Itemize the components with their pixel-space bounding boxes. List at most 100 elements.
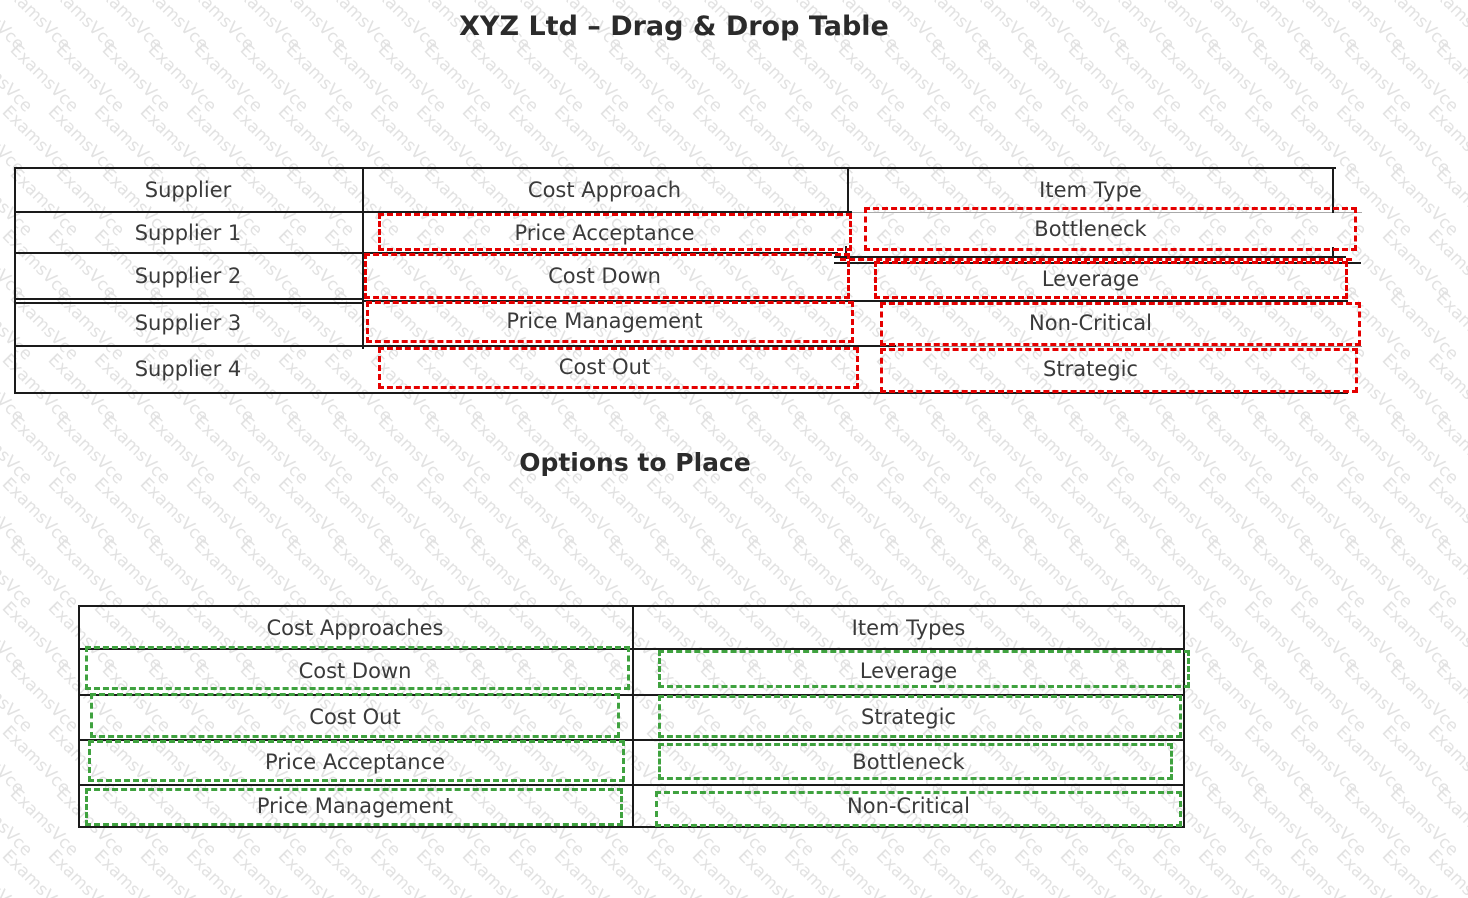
option-price-acceptance[interactable] <box>88 740 625 782</box>
watermark-text: ExamsVce <box>1285 722 1363 799</box>
placed-answer-item-type-2[interactable]: Leverage <box>1041 267 1140 291</box>
watermark-text: ExamsVce <box>97 536 175 613</box>
watermark-text: ExamsVce <box>1431 784 1468 861</box>
watermark-text: ExamsVce <box>971 40 1049 117</box>
watermark-text: ExamsVce <box>0 536 37 613</box>
main-cell-supplier-2: Supplier 2 <box>134 264 242 288</box>
option-leverage[interactable] <box>658 650 1190 688</box>
option-label-cost-down[interactable]: Cost Down <box>298 659 412 683</box>
watermark-text: ExamsVce <box>1377 350 1455 427</box>
drop-zone-supplier3-cost-approach[interactable] <box>366 301 854 343</box>
table-border-line <box>14 392 1348 394</box>
watermark-text: ExamsVce <box>1339 660 1417 737</box>
watermark-text: ExamsVce <box>695 536 773 613</box>
watermark-text: ExamsVce <box>871 846 949 898</box>
option-non-critical[interactable] <box>655 791 1182 827</box>
watermark-text: ExamsVce <box>1239 474 1317 551</box>
table-border-line <box>362 167 364 349</box>
watermark-text: ExamsVce <box>235 536 313 613</box>
placed-answer-cost-approach-3[interactable]: Price Management <box>506 308 703 333</box>
watermark-text: ExamsVce <box>595 846 673 898</box>
watermark-text: ExamsVce <box>1293 660 1371 737</box>
watermark-text: ExamsVce <box>1377 474 1455 551</box>
option-label-non-critical[interactable]: Non-Critical <box>847 794 970 818</box>
watermark-text: ExamsVce <box>1063 536 1141 613</box>
option-label-price-acceptance[interactable]: Price Acceptance <box>264 749 446 774</box>
watermark-text: ExamsVce <box>1331 846 1409 898</box>
watermark-text: ExamsVce <box>1055 846 1133 898</box>
option-label-price-management[interactable]: Price Management <box>256 794 454 818</box>
watermark-text: ExamsVce <box>1101 474 1179 551</box>
watermark-text: ExamsVce <box>917 846 995 898</box>
option-label-leverage[interactable]: Leverage <box>859 659 958 683</box>
watermark-text: ExamsVce <box>1385 536 1463 613</box>
watermark-text: ExamsVce <box>917 474 995 551</box>
options-table: Cost Approaches Item Types Cost Down Lev… <box>78 605 1190 828</box>
watermark-text: ExamsVce <box>0 784 37 861</box>
watermark-text: ExamsVce <box>1377 102 1455 179</box>
drop-zone-supplier1-item-type[interactable] <box>864 207 1357 251</box>
table-border-line <box>1183 605 1185 828</box>
placed-answer-item-type-1[interactable]: Bottleneck <box>1034 216 1147 241</box>
watermark-text: ExamsVce <box>1055 474 1133 551</box>
watermark-text: ExamsVce <box>1293 536 1371 613</box>
drop-zone-supplier2-item-type[interactable] <box>874 261 1348 299</box>
table-border-line <box>14 211 852 213</box>
table-border-line <box>845 246 847 259</box>
table-border-line <box>362 300 1348 302</box>
option-strategic[interactable] <box>658 695 1182 738</box>
option-label-cost-out[interactable]: Cost Out <box>309 704 401 729</box>
watermark-text: ExamsVce <box>1385 40 1463 117</box>
placed-answer-cost-approach-1[interactable]: Price Acceptance <box>514 220 695 245</box>
watermark-text: ExamsVce <box>833 536 911 613</box>
watermark-text: ExamsVce <box>365 846 443 898</box>
watermark-text: ExamsVce <box>143 40 221 117</box>
table-border-line <box>847 167 849 213</box>
watermark-text: ExamsVce <box>1193 598 1271 675</box>
table-border-line <box>14 167 16 394</box>
watermark-text: ExamsVce <box>1339 40 1417 117</box>
placed-answer-item-type-3[interactable]: Non-Critical <box>1029 310 1152 335</box>
option-cost-out[interactable] <box>90 693 620 738</box>
watermark-text: ExamsVce <box>1423 846 1468 898</box>
watermark-text: ExamsVce <box>603 536 681 613</box>
watermark-text: ExamsVce <box>1193 846 1271 898</box>
watermark-text: ExamsVce <box>181 846 259 898</box>
drop-zone-supplier3-item-type[interactable] <box>880 302 1361 346</box>
watermark-text: ExamsVce <box>925 536 1003 613</box>
watermark-text: ExamsVce <box>1101 846 1179 898</box>
option-price-management[interactable] <box>85 788 623 826</box>
watermark-text: ExamsVce <box>281 536 359 613</box>
watermark-text: ExamsVce <box>511 536 589 613</box>
drop-zone-supplier1-cost-approach[interactable] <box>378 213 852 251</box>
watermark-text: ExamsVce <box>1377 226 1455 303</box>
placed-answer-item-type-4[interactable]: Strategic <box>1043 356 1138 381</box>
watermark-text: ExamsVce <box>365 474 443 551</box>
watermark-text: ExamsVce <box>787 536 865 613</box>
watermark-text: ExamsVce <box>273 474 351 551</box>
watermark-text: ExamsVce <box>89 474 167 551</box>
option-label-bottleneck[interactable]: Bottleneck <box>852 749 965 774</box>
watermark-text: ExamsVce <box>1331 722 1409 799</box>
watermark-text: ExamsVce <box>0 474 29 551</box>
placed-answer-cost-approach-4[interactable]: Cost Out <box>558 354 651 379</box>
option-bottleneck[interactable] <box>658 743 1173 780</box>
watermark-text: ExamsVce <box>189 40 267 117</box>
drop-zone-overlap-line <box>840 258 1352 261</box>
option-label-strategic[interactable]: Strategic <box>861 704 956 729</box>
options-header-item-types: Item Types <box>851 615 966 640</box>
drop-zone-supplier4-item-type[interactable] <box>880 348 1358 393</box>
watermark-text: ExamsVce <box>963 474 1041 551</box>
placed-answer-cost-approach-2[interactable]: Cost Down <box>548 264 661 288</box>
watermark-text: ExamsVce <box>319 846 397 898</box>
watermark-text: ExamsVce <box>97 40 175 117</box>
drop-zone-supplier4-cost-approach[interactable] <box>378 347 859 389</box>
main-table: Supplier Cost Approach Item Type Supplie… <box>14 167 1362 394</box>
drop-zone-supplier2-cost-approach[interactable] <box>364 253 850 299</box>
watermark-text: ExamsVce <box>787 40 865 117</box>
watermark-text: ExamsVce <box>695 40 773 117</box>
option-cost-down[interactable] <box>85 646 630 690</box>
table-border-line <box>632 605 634 828</box>
table-border-line <box>1332 247 1334 261</box>
watermark-text: ExamsVce <box>1201 40 1279 117</box>
